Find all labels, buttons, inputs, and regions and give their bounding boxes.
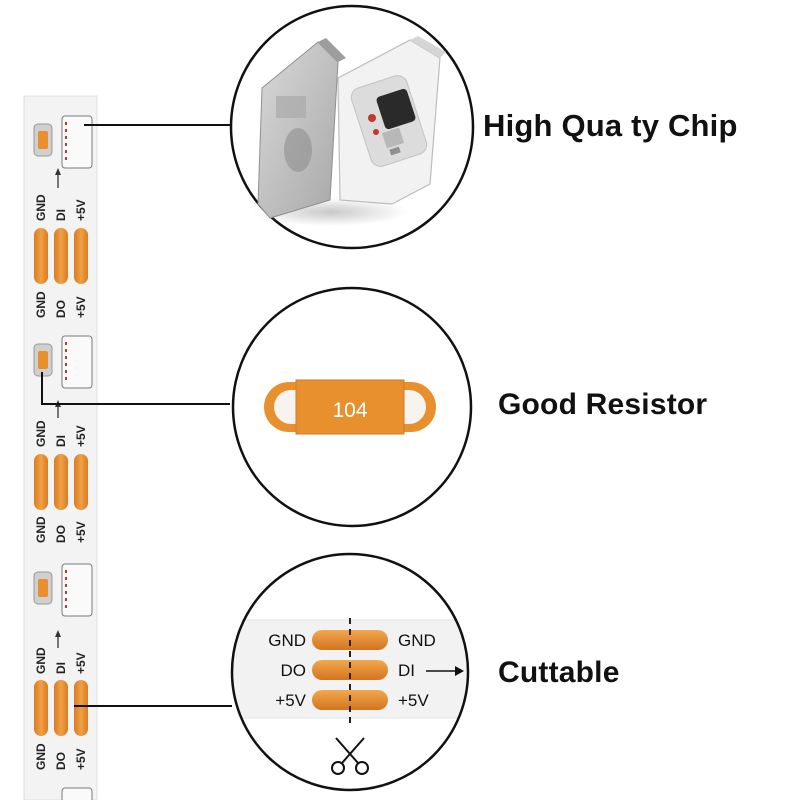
resistor-code: 104 [332,399,367,422]
strip-label-5v: +5V [74,748,88,770]
strip-unit [33,115,93,188]
strip-label-di: DI [54,209,68,221]
strip-label-gnd: GND [34,743,48,770]
strip-label-5v: +5V [74,296,88,318]
strip-label-do: DO [54,525,68,543]
strip-label-gnd: GND [34,291,48,318]
resistor-detail-circle: 104 [231,286,473,528]
strip-label-5v: +5V [74,652,88,674]
strip-pads [34,680,88,736]
label-cuttable: Cuttable [498,656,620,689]
strip-unit [33,563,93,648]
strip-pads [34,228,88,284]
leader-lines [41,124,232,707]
resistor-icon [264,379,436,435]
strip-label-5v: +5V [74,521,88,543]
strip-label-di: DI [54,662,68,674]
strip-label-gnd: GND [34,647,48,674]
scissors-icon [331,737,369,775]
cut-label-right-5v: +5V [398,691,429,710]
label-good-resistor: Good Resistor [498,388,708,421]
strip-pads [34,454,88,510]
strip-label-do: DO [54,752,68,770]
strip-label-gnd: GND [34,516,48,543]
chip-detail-circle [229,4,475,250]
strip-label-5v: +5V [74,199,88,221]
chip-back-icon [257,38,346,219]
cut-detail-circle: GND DO +5V GND DI +5V [230,552,470,792]
cut-label-left-do: DO [281,661,307,680]
strip-unit [61,787,93,800]
cut-label-left-5v: +5V [275,691,306,710]
cut-label-right-di: DI [398,661,415,680]
strip-label-gnd: GND [34,420,48,447]
strip-label-5v: +5V [74,425,88,447]
cut-label-right-gnd: GND [398,631,436,650]
label-high-quality-chip: High Qua ty Chip [483,108,738,143]
leader-line-resistor [41,372,230,405]
cut-label-left-gnd: GND [268,631,306,650]
chip-front-icon [337,36,446,205]
arrow-right-icon [426,666,464,676]
strip-label-gnd: GND [34,194,48,221]
strip-label-di: DI [54,435,68,447]
led-strip: GND DI +5V GND DO +5V GND DI +5V GND DO … [23,95,98,800]
strip-label-do: DO [54,300,68,318]
